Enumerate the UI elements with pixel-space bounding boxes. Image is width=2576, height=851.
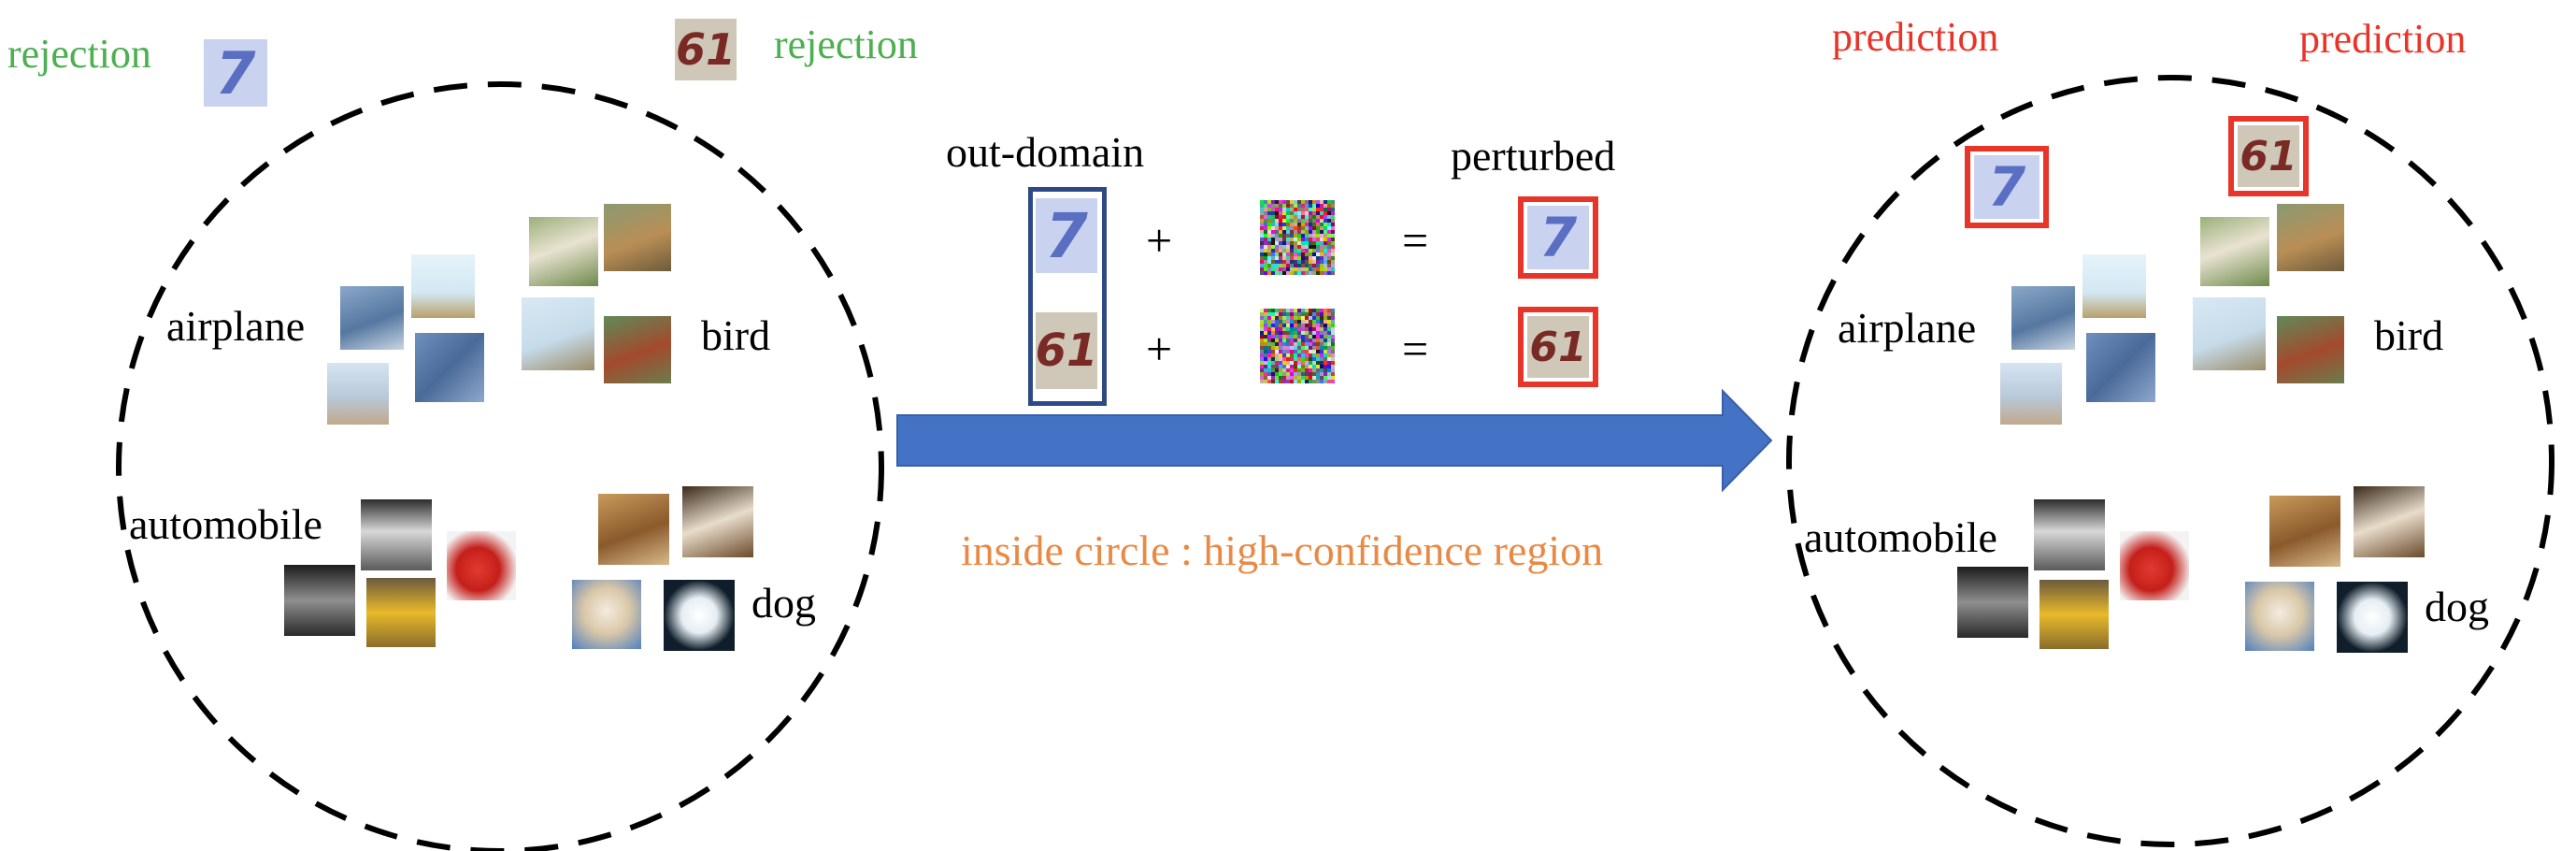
class-label-dog-right: dog — [2425, 583, 2489, 630]
equals-sign-bottom: = — [1402, 323, 1429, 375]
airplane-image — [415, 333, 484, 402]
automobile-image — [1957, 567, 2028, 638]
rejection-label-left: rejection — [7, 31, 151, 77]
dog-image — [2337, 582, 2408, 653]
bird-image — [2277, 204, 2344, 271]
dog-image — [664, 580, 735, 651]
right-confidence-circle — [1786, 75, 2555, 847]
out-domain-label: out-domain — [946, 128, 1145, 176]
dog-image — [572, 580, 641, 649]
class-label-bird-left: bird — [701, 311, 771, 359]
out-domain-digit-seven: 7 — [1036, 198, 1097, 273]
automobile-image — [361, 499, 432, 570]
noise-perturbation-image — [1260, 309, 1335, 383]
digit-seven-thumbnail: 7 — [204, 39, 267, 107]
noise-perturbation-image — [1260, 200, 1335, 275]
bird-image — [2277, 316, 2344, 383]
caption-high-confidence-region: inside circle : high-confidence region — [961, 526, 1604, 574]
dog-image — [2354, 486, 2425, 557]
automobile-image — [2034, 499, 2105, 570]
airplane-image — [2000, 363, 2062, 425]
perturbed-label: perturbed — [1451, 132, 1616, 180]
bird-image — [522, 297, 594, 370]
airplane-image — [340, 286, 404, 350]
prediction-label-left: prediction — [1832, 14, 1999, 60]
predicted-digit-seven: 7 — [1974, 155, 2039, 219]
prediction-label-right: prediction — [2299, 16, 2467, 62]
class-label-airplane-left: airplane — [166, 302, 306, 350]
bird-image — [2193, 297, 2266, 370]
class-label-airplane-right: airplane — [1838, 304, 1977, 352]
automobile-image — [2120, 531, 2189, 600]
class-label-automobile-right: automobile — [1804, 513, 1997, 561]
predicted-box-sixtyone — [2228, 116, 2309, 196]
airplane-image — [2086, 333, 2155, 402]
bird-image — [604, 316, 671, 383]
out-domain-box — [1028, 187, 1107, 406]
class-label-bird-right: bird — [2374, 311, 2444, 359]
automobile-image — [447, 531, 516, 600]
airplane-image — [2082, 254, 2146, 318]
bird-image — [2200, 217, 2269, 286]
equals-sign-top: = — [1402, 214, 1429, 267]
rejection-label-right: rejection — [774, 22, 918, 67]
perturbed-digit-sixtyone: 61 — [1527, 316, 1589, 378]
automobile-image — [2039, 580, 2109, 649]
perturbed-digit-seven: 7 — [1527, 206, 1589, 269]
automobile-image — [366, 578, 436, 647]
automobile-image — [284, 565, 355, 636]
predicted-digit-sixtyone: 61 — [2238, 125, 2299, 187]
dog-image — [598, 494, 669, 565]
perturbed-box-sixtyone — [1518, 307, 1598, 387]
dog-image — [2245, 582, 2314, 651]
airplane-image — [411, 254, 475, 318]
plus-sign-top: + — [1146, 214, 1173, 267]
plus-sign-bottom: + — [1146, 323, 1173, 375]
dog-image — [682, 486, 753, 557]
out-domain-digit-sixtyone: 61 — [1036, 312, 1097, 389]
airplane-image — [2011, 286, 2075, 350]
transfer-arrow — [896, 388, 1773, 493]
bird-image — [529, 217, 598, 286]
class-label-dog-left: dog — [751, 579, 816, 627]
left-confidence-circle — [116, 81, 884, 851]
dog-image — [2269, 496, 2340, 567]
airplane-image — [327, 363, 389, 425]
predicted-box-seven — [1965, 146, 2049, 228]
perturbed-box-seven — [1518, 196, 1598, 279]
bird-image — [604, 204, 671, 271]
digit-sixtyone-thumbnail: 61 — [675, 19, 737, 80]
class-label-automobile-left: automobile — [129, 500, 322, 548]
